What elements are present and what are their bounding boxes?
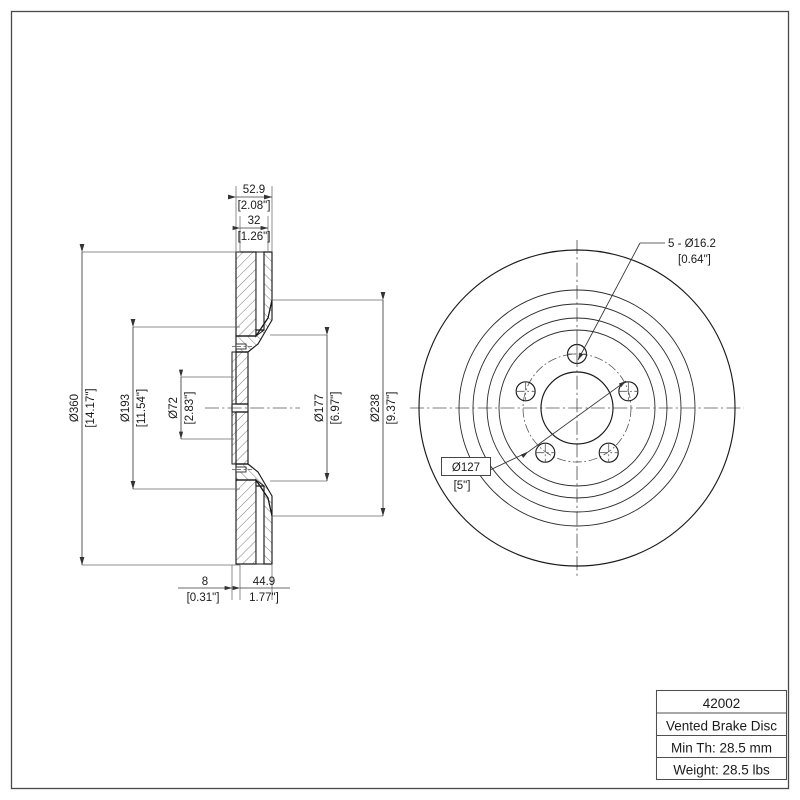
friction-outer-circle [458, 289, 696, 527]
dim-imperial-inner-friction-diameter: [6.97"] [330, 392, 342, 425]
section-upper-half [231, 251, 273, 405]
dim-value-outer-diameter: Ø360 [69, 394, 81, 422]
vent-gap-lower [255, 479, 265, 565]
bolt-hole-callout-leader [577, 242, 641, 361]
bolt-circle-callout: Ø127 [5"] [441, 380, 627, 492]
bolt-hole [566, 343, 588, 365]
dim-mount-face-diameter: Ø238 [9.37"] [272, 291, 398, 517]
hat-outer-circle [486, 317, 668, 499]
hat-flange-upper [231, 351, 237, 405]
dim-hat-thickness: 8 [0.31"] [178, 565, 233, 604]
hat-inner-circle [498, 329, 656, 487]
bolt-hole-callout: 5 - Ø16.2 [0.64"] [577, 238, 716, 361]
dim-imperial-mount-face-diameter: [9.37"] [386, 392, 398, 425]
dim-imperial-center-bore: [2.83"] [184, 392, 196, 425]
section-lower-half [231, 411, 273, 565]
bolt-hole-callout-line2: [0.64"] [678, 254, 711, 266]
bolt-hole [515, 381, 536, 402]
dim-imperial-vent-width: [1.26"] [238, 231, 271, 243]
dim-value-inner-friction-diameter: Ø177 [314, 394, 326, 422]
bolt-circle-value: Ø127 [452, 462, 480, 474]
dim-hat-outer-diameter: Ø193 [11.54"] [120, 318, 240, 490]
dim-value-hat-outer-diameter: Ø193 [120, 394, 132, 422]
dim-value-hat-thickness: 8 [202, 576, 208, 588]
hat-flange-lower [231, 411, 237, 465]
dim-center-bore: Ø72 [2.83"] [168, 369, 234, 440]
bolt-circle-dim-line [520, 380, 627, 459]
dim-overall-width: 52.9 [2.08"] [227, 184, 273, 252]
title-block-description: Vented Brake Disc [666, 719, 777, 734]
title-block-min-thickness: Min Th: 28.5 mm [671, 741, 772, 756]
hat-wall-lower [235, 411, 249, 465]
outboard-friction-plate [235, 251, 257, 337]
cross-section-view: 52.9 [2.08"] 32 [1.26"] Ø360 [14.17"] Ø1… [69, 184, 398, 604]
title-block-weight: Weight: 28.5 lbs [673, 763, 770, 778]
dim-value-center-bore: Ø72 [168, 397, 180, 419]
dim-value-overall-width: 52.9 [243, 184, 265, 196]
bolt-circle [522, 353, 632, 463]
bolt-hole [535, 442, 556, 463]
bolt-circle-leader [489, 451, 529, 471]
outboard-friction-plate-lower [235, 479, 257, 565]
dim-imperial-offset: 1.77"] [249, 592, 279, 604]
dim-outer-diameter: Ø360 [14.17"] [69, 243, 240, 566]
bolt-circle-imperial: [5"] [454, 480, 471, 492]
dim-offset: 44.9 1.77"] [232, 565, 290, 604]
bolt-hole [598, 442, 619, 463]
outer-disc-circle [418, 249, 736, 567]
dim-value-vent-width: 32 [248, 215, 261, 227]
bolt-circle-value-box [441, 457, 491, 476]
dim-value-mount-face-diameter: Ø238 [370, 394, 382, 422]
dim-imperial-outer-diameter: [14.17"] [85, 388, 97, 427]
hat-wall-upper [235, 351, 249, 405]
dim-imperial-hat-outer-diameter: [11.54"] [136, 389, 148, 427]
dim-value-offset: 44.9 [253, 576, 275, 588]
title-block: 42002 Vented Brake Disc Min Th: 28.5 mm … [655, 689, 788, 781]
circular-face-view: 5 - Ø16.2 [0.64"] Ø127 [5"] [410, 238, 744, 576]
dim-inner-friction-diameter: Ø177 [6.97"] [270, 326, 342, 482]
friction-inner-circle [472, 303, 682, 513]
bolt-hole-callout-line1: 5 - Ø16.2 [668, 238, 716, 250]
title-block-part-number: 42002 [703, 696, 741, 711]
dim-imperial-hat-thickness: [0.31"] [187, 592, 220, 604]
dim-vent-width: 32 [1.26"] [232, 215, 271, 252]
vent-gap-upper [255, 251, 265, 337]
dim-imperial-overall-width: [2.08"] [238, 200, 271, 212]
drawing-border [10, 10, 790, 790]
